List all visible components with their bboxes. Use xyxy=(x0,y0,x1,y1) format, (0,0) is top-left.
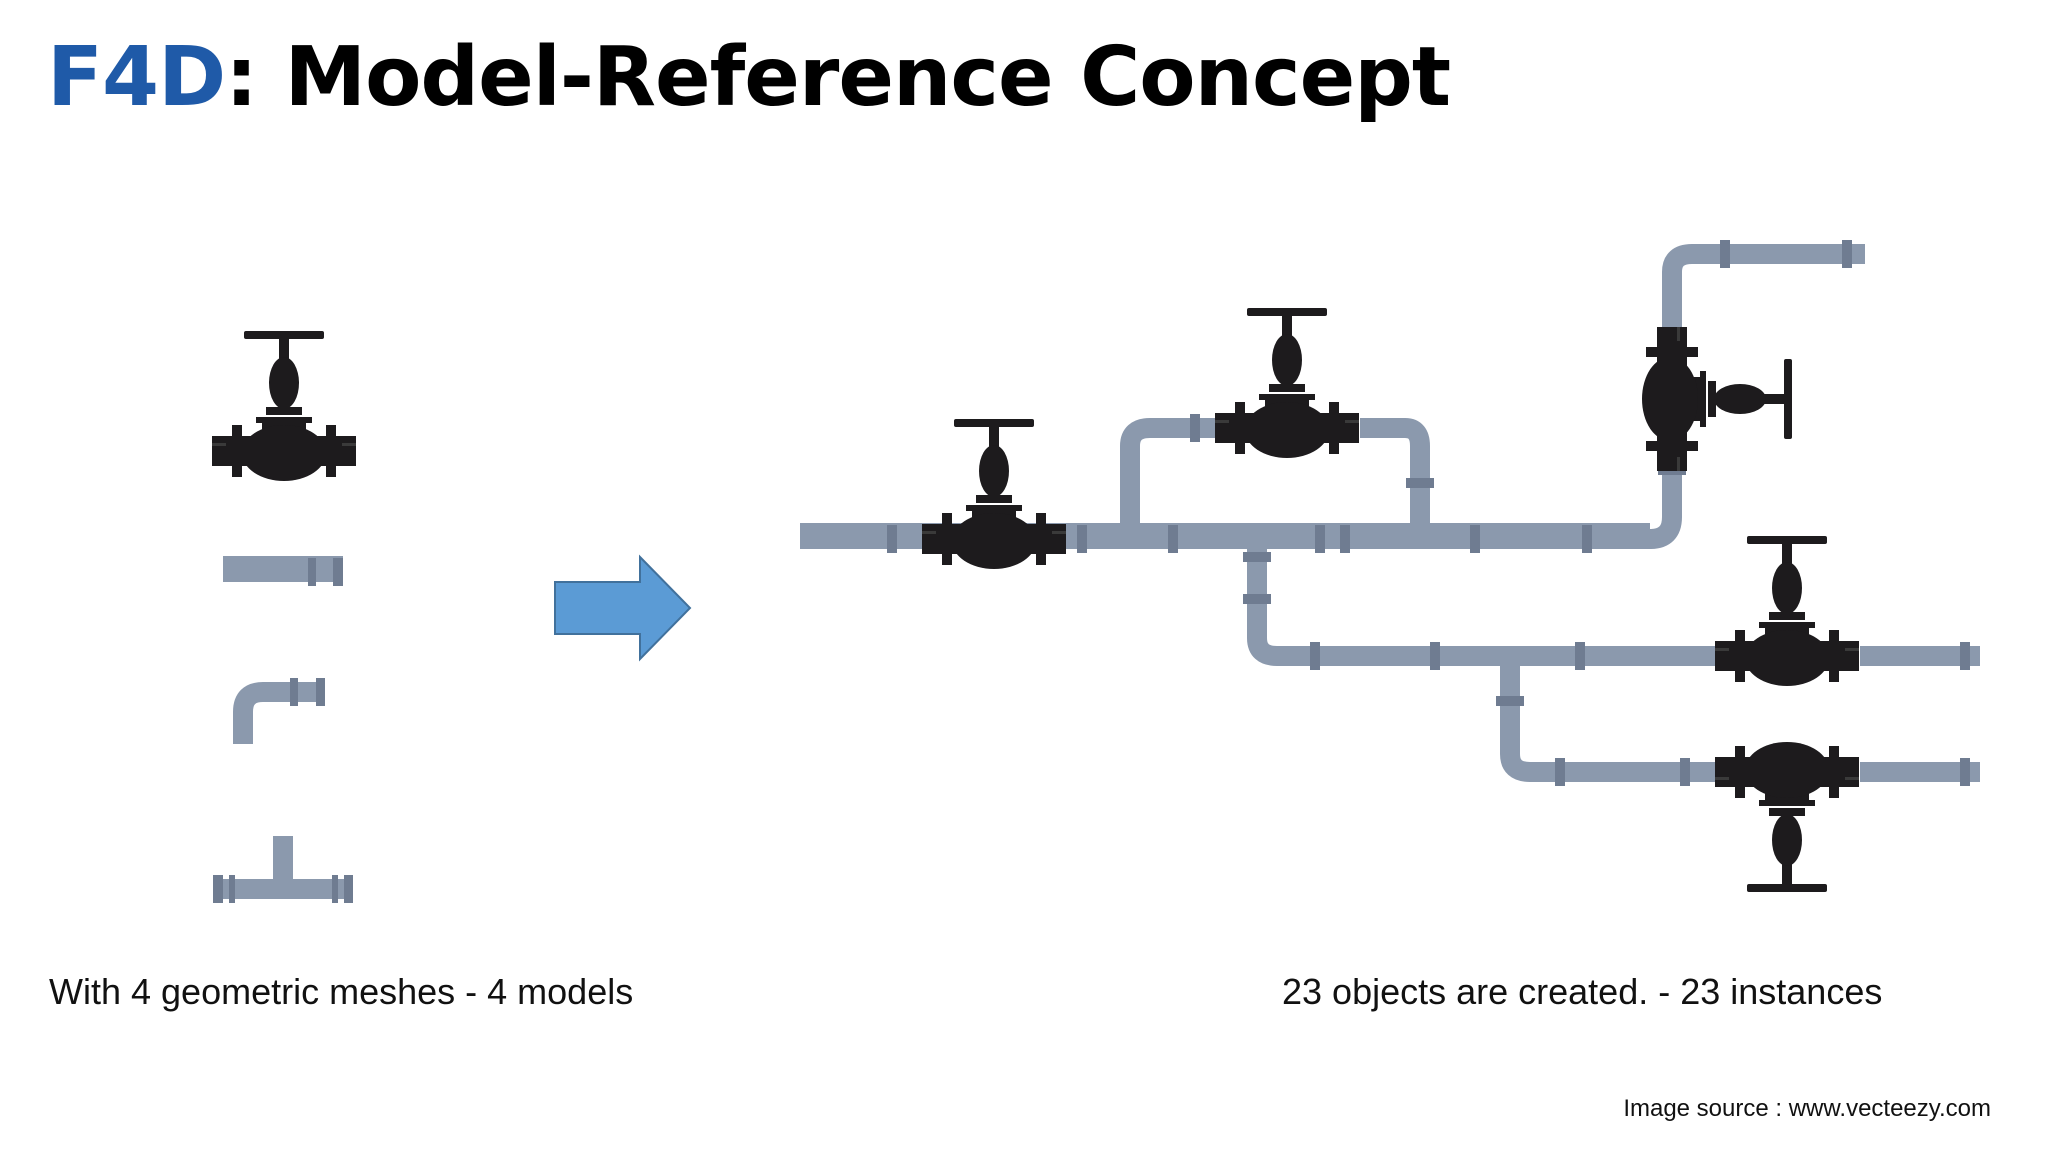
valve-model xyxy=(212,331,356,481)
valve-icon xyxy=(212,331,356,481)
elbow-pipe-icon xyxy=(233,682,324,744)
slide-title: F4D: Model-Reference Concept xyxy=(47,28,1451,128)
image-source: Image source : www.vecteezy.com xyxy=(1623,1095,1991,1122)
title-text: : Model-Reference Concept xyxy=(225,30,1451,125)
straight-pipe-model xyxy=(223,556,343,586)
valve-instance-5 xyxy=(1715,742,1859,892)
elbow-pipe-model xyxy=(233,678,325,744)
brand-name: F4D xyxy=(47,30,226,125)
valve-instance-3 xyxy=(1642,327,1792,471)
tee-pipe-model xyxy=(213,836,353,903)
valve-instance-4 xyxy=(1715,536,1859,686)
valve-instance-1 xyxy=(922,419,1066,569)
models-caption: With 4 geometric meshes - 4 models xyxy=(49,971,634,1012)
arrow-right-icon xyxy=(554,554,692,662)
valve-instance-2 xyxy=(1215,308,1359,458)
instances-caption: 23 objects are created. - 23 instances xyxy=(1282,971,1883,1012)
